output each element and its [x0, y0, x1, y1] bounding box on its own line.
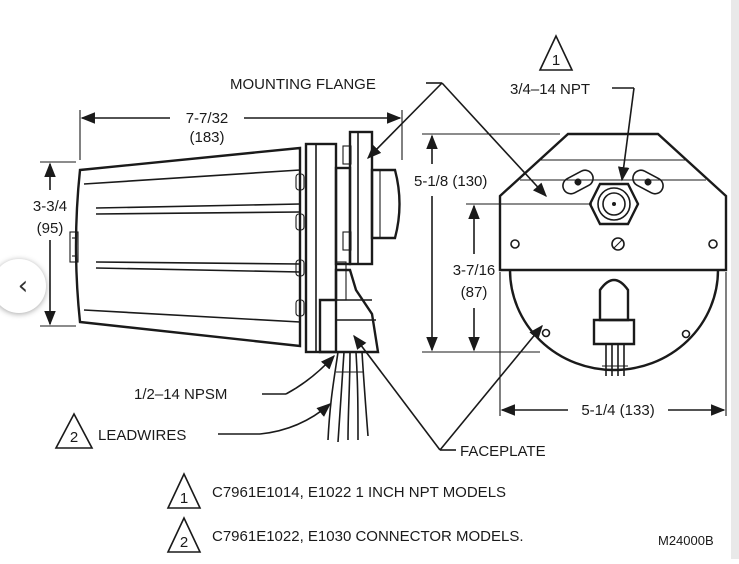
mounting-flange-label: MOUNTING FLANGE: [230, 76, 376, 93]
triangle-marker-leadwires: 2: [54, 412, 94, 449]
height-dimension-inches: 3-3/4: [33, 198, 67, 215]
previous-image-button[interactable]: ‹: [0, 259, 46, 313]
triangle-marker-npt: 1: [538, 34, 574, 71]
side-view: [69, 130, 401, 443]
length-dimension-mm: (183): [189, 129, 224, 146]
height-dimension-mm: (95): [37, 220, 64, 237]
marker-text: 1: [180, 490, 188, 507]
triangle-note-1: 1: [166, 472, 202, 509]
leader-lines: [218, 82, 635, 451]
note-1-text: C7961E1014, E1022 1 INCH NPT MODELS: [212, 484, 506, 501]
marker-text: 1: [552, 52, 560, 69]
npsm-label: 1/2–14 NPSM: [134, 386, 227, 403]
center-dimension-inches: 3-7/16: [453, 262, 496, 279]
npt-label: 3/4–14 NPT: [510, 81, 590, 98]
drawing-code: M24000B: [658, 533, 714, 548]
front-view: [498, 132, 728, 376]
center-dimension-mm: (87): [461, 284, 488, 301]
triangle-note-2: 2: [166, 516, 202, 553]
marker-text: 2: [70, 429, 78, 446]
marker-text: 2: [180, 534, 188, 551]
face-height-dimension: 5-1/8 (130): [414, 173, 487, 190]
faceplate-label: FACEPLATE: [460, 443, 546, 460]
leadwires-bundle: [327, 351, 369, 443]
scroll-edge: [731, 0, 739, 559]
length-dimension-inches: 7-7/32: [186, 110, 229, 127]
face-width-dimension: 5-1/4 (133): [581, 402, 654, 419]
leadwires-label: LEADWIRES: [98, 427, 186, 444]
dimension-lines: [40, 110, 727, 416]
chevron-left-icon: ‹: [17, 271, 29, 301]
note-2-text: C7961E1022, E1030 CONNECTOR MODELS.: [212, 528, 524, 545]
